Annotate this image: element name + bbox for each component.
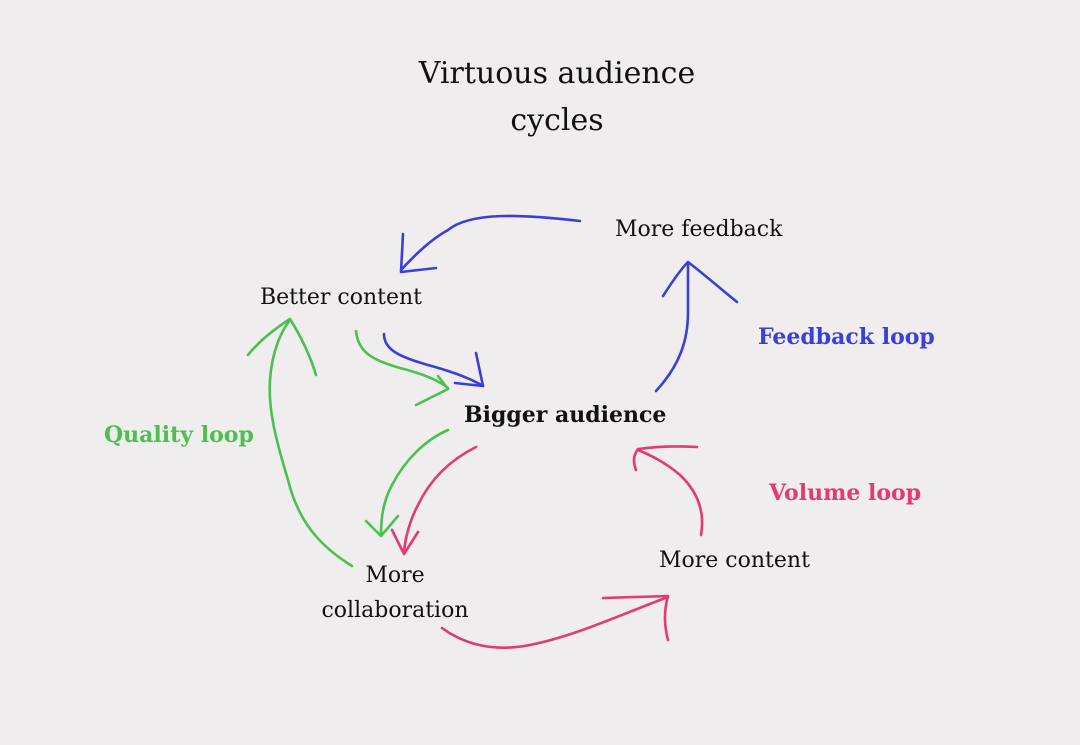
arrowhead-feedback-to-better-content: [399, 232, 438, 274]
node-more-collaboration-line-1: More: [365, 563, 425, 588]
arrow-better-content-to-audience-quality: [354, 329, 450, 390]
node-more-content: More content: [659, 548, 810, 573]
arrowhead-collaboration-to-more-content: [601, 594, 670, 642]
arrowhead-better-content-to-audience-quality: [414, 374, 450, 407]
node-more-collaboration-line-2: collaboration: [321, 598, 469, 623]
arrowhead-audience-to-collaboration-volume: [390, 528, 420, 556]
node-more-collaboration: More collaboration: [320, 558, 470, 628]
node-bigger-audience: Bigger audience: [464, 402, 667, 428]
arrow-more-content-to-audience: [636, 448, 704, 537]
arrowhead-better-content-to-audience: [453, 351, 485, 388]
title-line-2: cycles: [510, 103, 604, 138]
arrow-audience-to-collaboration: [379, 428, 450, 537]
volume-loop-label: Volume loop: [769, 480, 922, 506]
diagram-title: Virtuous audience cycles: [390, 50, 724, 144]
arrow-collaboration-to-more-content: [440, 595, 670, 649]
quality-loop-arrows: [246, 317, 450, 568]
arrowhead-more-content-to-audience: [632, 445, 699, 472]
arrow-audience-to-feedback: [654, 261, 690, 393]
feedback-loop-label: Feedback loop: [758, 324, 935, 350]
arrowhead-collaboration-to-better-content: [246, 317, 318, 377]
volume-loop-arrows: [390, 445, 704, 649]
node-better-content: Better content: [260, 285, 423, 310]
arrow-feedback-to-better-content: [399, 214, 582, 272]
arrow-audience-to-collaboration-volume: [402, 445, 478, 555]
arrowhead-audience-to-feedback: [661, 260, 739, 304]
title-line-1: Virtuous audience: [418, 56, 696, 91]
arrow-better-content-to-audience: [382, 332, 485, 388]
quality-loop-label: Quality loop: [104, 422, 254, 448]
arrowhead-audience-to-collaboration: [364, 514, 400, 538]
feedback-loop-arrows: [382, 214, 739, 393]
node-more-feedback: More feedback: [615, 217, 783, 242]
arrow-collaboration-to-better-content: [268, 318, 354, 568]
